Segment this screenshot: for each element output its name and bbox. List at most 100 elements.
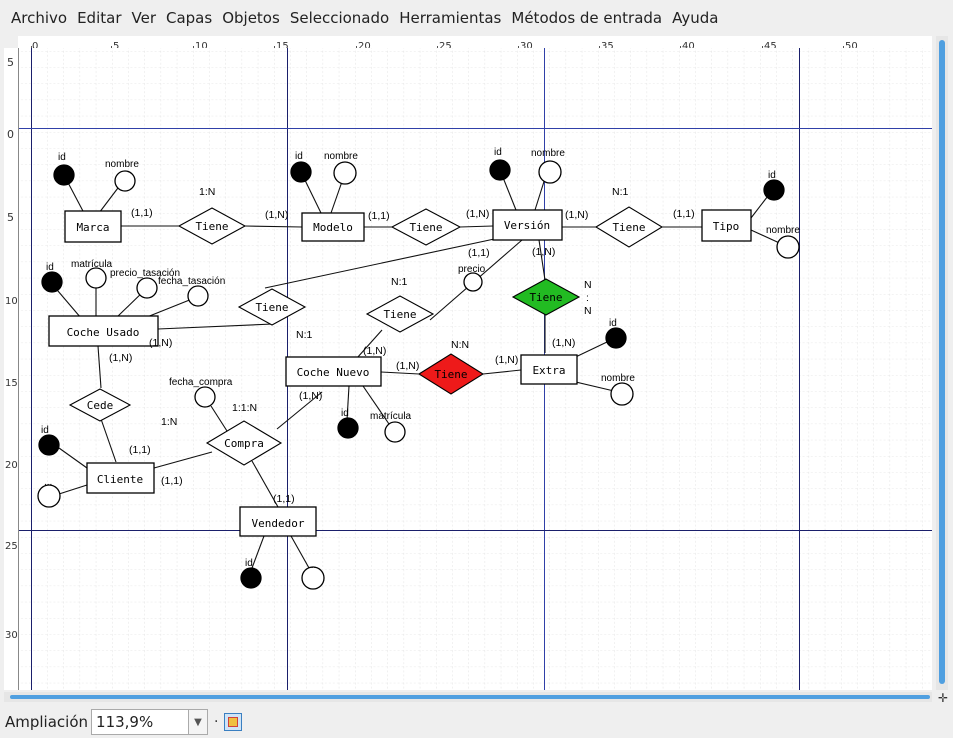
vruler-label: 0 [7,128,14,141]
pk-attribute-circle[interactable] [41,271,63,293]
relation-tiene-marca-modelo[interactable]: Tiene [177,207,247,245]
entity-modelo[interactable]: Modelo [301,212,365,242]
pk-attribute-circle[interactable] [337,417,359,439]
diagram-canvas[interactable]: Marca Modelo Versión Tipo Coche Usado Co… [19,48,932,690]
hruler-label: 50 [845,41,858,49]
cardinality-label: (1,1) [368,210,390,222]
attribute-circle[interactable] [301,566,325,590]
cardinality-label: (1,N) [532,246,555,258]
vruler-label: 30 [5,630,18,641]
horizontal-scrollbar[interactable] [4,692,932,702]
attribute-label: id [295,151,303,162]
attribute-label: ... [44,477,52,488]
cardinality-label: (1,1) [129,444,151,456]
cardinality-label: (1,N) [109,352,132,364]
vruler-label: 25 [5,541,18,552]
cardinality-label: 1:N [161,416,177,428]
entity-coche-nuevo[interactable]: Coche Nuevo [285,356,382,387]
relation-tiene-modelo-version[interactable]: Tiene [390,208,462,246]
attribute-label: ... [308,560,316,571]
attribute-label: precio [458,264,486,275]
pk-attribute-circle[interactable] [53,164,75,186]
hruler-label: 25 [439,41,452,49]
attribute-circle[interactable] [463,272,483,292]
navigate-icon[interactable]: ✛ [937,691,949,705]
menu-seleccionado[interactable]: Seleccionado [289,9,390,27]
pk-attribute-circle[interactable] [489,159,511,181]
pk-attribute-circle[interactable] [763,179,785,201]
menu-archivo[interactable]: Archivo [11,9,68,27]
hruler-label: 0 [32,41,38,49]
cardinality-label: (1,1) [273,493,295,505]
relation-compra[interactable]: Compra [205,420,283,466]
vertical-ruler[interactable]: 5 0 5 10 15 20 25 30 [4,48,19,690]
menu-ayuda[interactable]: Ayuda [672,9,719,27]
chevron-down-icon[interactable]: ▼ [188,710,208,734]
entity-marca[interactable]: Marca [64,210,122,243]
menu-herramientas[interactable]: Herramientas [399,9,502,27]
menu-capas[interactable]: Capas [166,9,213,27]
attribute-label: id [609,318,617,329]
entity-version[interactable]: Versión [492,209,563,241]
attribute-circle[interactable] [776,235,800,259]
attribute-circle[interactable] [384,421,406,443]
zoom-combo[interactable]: ▼ [91,709,209,735]
vertical-scrollbar[interactable] [936,36,948,690]
cardinality-label: : [586,292,589,304]
attribute-circle[interactable] [610,382,634,406]
attribute-circle[interactable] [85,267,107,289]
entity-tipo[interactable]: Tipo [701,209,752,242]
vruler-label: 10 [5,296,18,307]
horizontal-scrollbar-thumb[interactable] [10,695,930,699]
attribute-circle[interactable] [37,484,61,508]
attribute-label: id [46,262,54,273]
vertical-scrollbar-thumb[interactable] [939,40,945,684]
attribute-circle[interactable] [187,285,209,307]
attribute-circle[interactable] [538,160,562,184]
relation-label: Tiene [383,308,416,321]
snap-point-icon[interactable]: · [214,714,219,730]
menu-metodos-entrada[interactable]: Métodos de entrada [511,9,663,27]
relation-tiene-version-extra[interactable]: Tiene [511,278,581,316]
menu-ver[interactable]: Ver [131,9,157,27]
hruler-label: 5 [113,41,119,49]
attribute-label: fecha_tasación [158,276,225,287]
pk-attribute-circle[interactable] [605,327,627,349]
attribute-circle[interactable] [136,277,158,299]
cardinality-label: N:1 [296,329,313,341]
relation-tiene-usado-version[interactable]: Tiene [237,288,307,326]
cardinality-label: (1,N) [149,337,172,349]
attribute-circle[interactable] [114,170,136,192]
vruler-label: 5 [7,56,14,69]
menu-objetos[interactable]: Objetos [222,9,280,27]
hruler-label: 40 [682,41,695,49]
entity-vendedor[interactable]: Vendedor [239,506,317,537]
zoom-input[interactable] [92,713,189,731]
relation-label: Cede [87,399,114,412]
relation-cede[interactable]: Cede [68,388,132,422]
relation-label: Tiene [612,221,645,234]
entity-cliente[interactable]: Cliente [86,462,155,494]
cardinality-label: (1,N) [495,354,518,366]
relation-tiene-nuevo-version[interactable]: Tiene [365,295,435,333]
entity-extra[interactable]: Extra [520,354,578,385]
entity-coche-usado[interactable]: Coche Usado [48,315,159,347]
pk-attribute-circle[interactable] [240,567,262,589]
menu-editar[interactable]: Editar [77,9,122,27]
snap-to-objects-icon[interactable] [224,713,243,731]
attribute-circle[interactable] [333,161,357,185]
attribute-label: nombre [601,373,635,384]
attribute-label: matrícula [71,259,113,270]
relation-label: Tiene [434,368,467,381]
relation-tiene-nuevo-extra[interactable]: Tiene [417,353,485,395]
pk-attribute-circle[interactable] [38,434,60,456]
hruler-label: 45 [764,41,777,49]
relation-label: Tiene [195,220,228,233]
menu-bar: Archivo Editar Ver Capas Objetos Selecci… [0,0,953,36]
entity-label: Coche Usado [67,326,140,339]
attribute-circle[interactable] [194,386,216,408]
pk-attribute-circle[interactable] [290,161,312,183]
attribute-label: fecha_compra [169,377,233,388]
relation-tiene-version-tipo[interactable]: Tiene [594,206,664,248]
entity-label: Tipo [713,220,740,233]
